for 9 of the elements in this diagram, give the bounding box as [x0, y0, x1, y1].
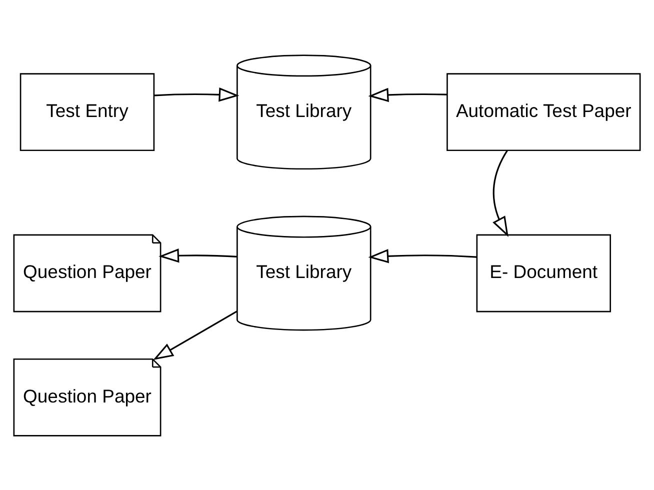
node-box: Test Entry [20, 72, 155, 151]
node-box: E- Document [476, 234, 611, 312]
arrow [158, 248, 238, 262]
arrow [368, 87, 447, 102]
arrow [368, 248, 477, 263]
node-box: Automatic Test Paper [446, 72, 641, 151]
arrow [154, 87, 240, 102]
arrow [153, 310, 238, 360]
arrow [492, 150, 508, 236]
